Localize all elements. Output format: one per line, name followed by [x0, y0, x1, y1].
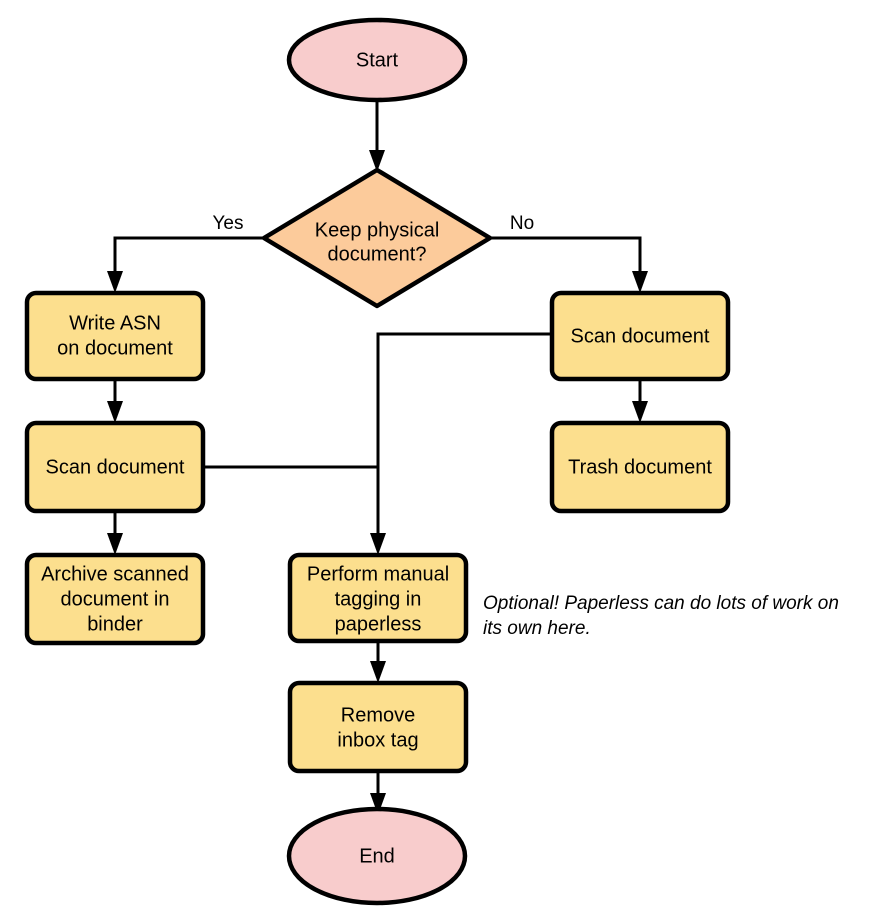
- node-remove-inbox-tag[interactable]: Remove inbox tag: [287, 680, 469, 774]
- arrowhead-icon: [370, 793, 386, 815]
- edge-scan-left-to-archive: [107, 511, 123, 555]
- remove-inbox-label-line2: inbox tag: [337, 729, 418, 751]
- arrowhead-icon: [632, 401, 648, 423]
- node-write-asn-on-document[interactable]: Write ASN on document: [24, 290, 206, 382]
- start-label: Start: [356, 49, 399, 71]
- node-start[interactable]: Start: [286, 17, 468, 103]
- edge-remove-inbox-to-end: [370, 771, 386, 815]
- trash-box-shape: [549, 420, 731, 514]
- tagging-label-line2: tagging in: [335, 588, 422, 610]
- edge-decision-yes-to-write-asn: [107, 236, 264, 293]
- optional-note-line1: Optional! Paperless can do lots of work …: [483, 593, 839, 614]
- annotation-optional-note: Optional! Paperless can do lots of work …: [483, 593, 839, 639]
- node-scan-document-left[interactable]: Scan document: [24, 420, 206, 514]
- start-ellipse-shape: [286, 17, 468, 103]
- archive-box-shape: [24, 552, 206, 646]
- archive-label-line3: binder: [87, 613, 143, 635]
- arrowhead-icon: [370, 533, 386, 555]
- archive-label-line2: document in: [61, 588, 170, 610]
- write-asn-label-line1: Write ASN: [69, 312, 161, 334]
- end-label: End: [359, 845, 395, 867]
- optional-note-line2: its own here.: [483, 618, 591, 639]
- decision-diamond-shape: [261, 167, 493, 309]
- edge-label-no: No: [510, 213, 534, 234]
- arrowhead-icon: [369, 150, 385, 172]
- scan-left-label: Scan document: [46, 456, 185, 478]
- edge-write-asn-to-scan-left: [107, 379, 123, 423]
- arrowhead-icon: [632, 271, 648, 293]
- edge-start-to-decision: [369, 100, 385, 172]
- decision-label-line2: document?: [328, 243, 427, 265]
- node-end[interactable]: End: [286, 806, 468, 906]
- remove-inbox-box-shape: [287, 680, 469, 774]
- node-trash-document[interactable]: Trash document: [549, 420, 731, 514]
- edge-tagging-to-remove-inbox: [370, 641, 386, 683]
- arrowhead-icon: [107, 533, 123, 555]
- node-decision-keep-physical-document[interactable]: Keep physical document?: [261, 167, 493, 309]
- decision-label-line1: Keep physical: [315, 219, 440, 241]
- remove-inbox-label-line1: Remove: [341, 704, 415, 726]
- scan-right-box-shape: [549, 290, 731, 382]
- edge-scan-right-to-tagging: [370, 332, 552, 555]
- arrowhead-icon: [107, 401, 123, 423]
- arrowhead-icon: [107, 271, 123, 293]
- node-archive-scanned-document[interactable]: Archive scanned document in binder: [24, 552, 206, 646]
- scan-right-label: Scan document: [571, 325, 710, 347]
- trash-label: Trash document: [568, 456, 712, 478]
- edge-scan-right-to-trash: [632, 379, 648, 423]
- tagging-label-line3: paperless: [335, 613, 422, 635]
- tagging-label-line1: Perform manual: [307, 563, 449, 585]
- write-asn-label-line2: on document: [57, 337, 173, 359]
- tagging-box-shape: [287, 552, 469, 644]
- scan-left-box-shape: [24, 420, 206, 514]
- write-asn-box-shape: [24, 290, 206, 382]
- edge-decision-no-to-scan-right: [490, 236, 648, 293]
- archive-label-line1: Archive scanned: [41, 563, 189, 585]
- edge-label-yes: Yes: [213, 213, 244, 234]
- node-scan-document-right[interactable]: Scan document: [549, 290, 731, 382]
- arrowhead-icon: [370, 661, 386, 683]
- node-perform-manual-tagging[interactable]: Perform manual tagging in paperless: [287, 552, 469, 644]
- end-ellipse-shape: [286, 806, 468, 906]
